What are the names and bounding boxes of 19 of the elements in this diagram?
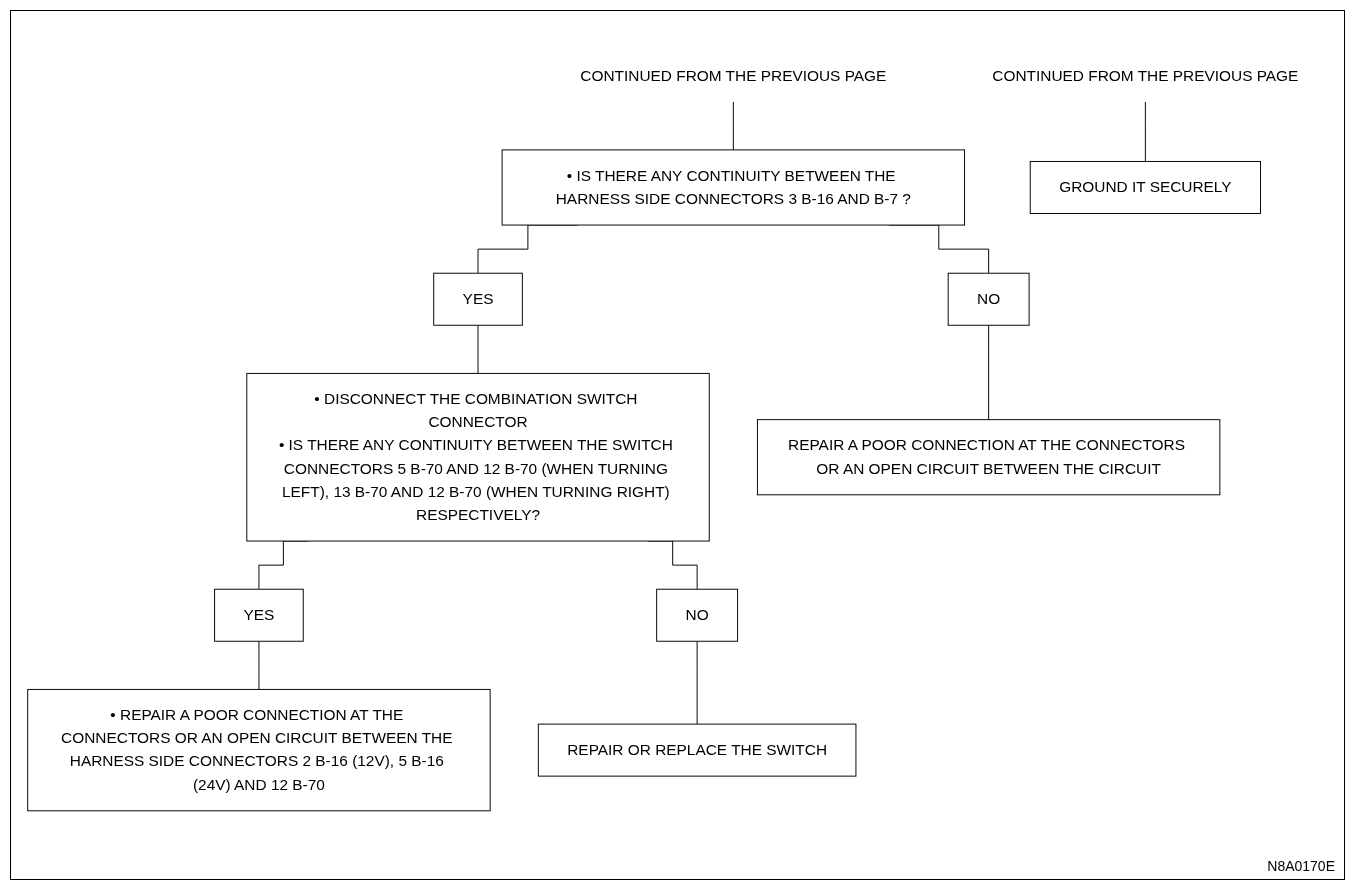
connector: [1144, 101, 1146, 162]
node-box: YES: [433, 272, 523, 326]
node-box: • REPAIR A POOR CONNECTION AT THE CONNECTORS OR AN OPEN CIRCUIT BETWEEN THE HARNESS SIDE CONNECTORS 2 B-16 (12V), 5 B-16 (24V) AND 12 B-70: [27, 688, 491, 811]
node-box: REPAIR A POOR CONNECTION AT THE CONNECTORS OR AN OPEN CIRCUIT BETWEEN THE CIRCUIT: [756, 418, 1221, 496]
connector: [477, 324, 479, 374]
node-box: • IS THERE ANY CONTINUITY BETWEEN THE HARNESS SIDE CONNECTORS 3 B-16 AND B-7 ?: [501, 149, 966, 226]
connector: [732, 101, 734, 151]
node-box: NO: [656, 588, 739, 642]
connector: [258, 640, 260, 690]
node-box: YES: [214, 588, 304, 642]
node-box: • DISCONNECT THE COMBINATION SWITCH CONNECTOR • IS THERE ANY CONTINUITY BETWEEN THE SWITCH CONNECTORS 5 B-70 AND 12 B-70 (WHEN TURNING LEFT), 13 B-70 AND 12 B-70 (WHEN TURNING RIGHT) RESPECTIVELY?: [246, 372, 710, 542]
connector: [988, 324, 990, 420]
node-text: CONTINUED FROM THE PREVIOUS PAGE: [992, 66, 1299, 84]
connector: [696, 640, 698, 725]
node-text: CONTINUED FROM THE PREVIOUS PAGE: [580, 66, 887, 84]
node-box: GROUND IT SECURELY: [1029, 160, 1261, 214]
node-box: NO: [947, 272, 1030, 326]
node-box: REPAIR OR REPLACE THE SWITCH: [537, 723, 857, 777]
figure-code: N8A0170E: [1267, 858, 1335, 874]
